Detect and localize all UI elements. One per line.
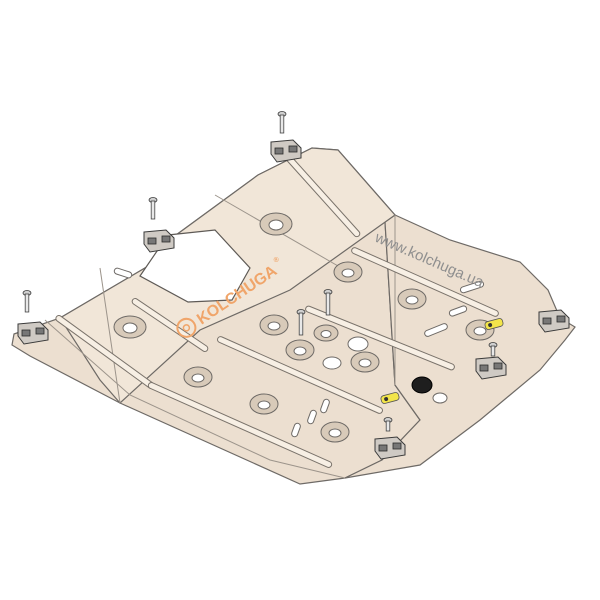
rubber-plug: [411, 376, 433, 394]
slots: [113, 267, 485, 438]
slot: [291, 422, 301, 438]
drain-hole: [320, 421, 350, 443]
slot: [448, 305, 468, 317]
rib: [305, 305, 455, 371]
drain-hole: [259, 314, 289, 336]
yellow-clips: [380, 318, 504, 404]
oval-opening: [432, 392, 448, 404]
drain-holes: [113, 212, 495, 443]
drain-hole: [350, 351, 380, 373]
drain-hole: [285, 339, 315, 361]
drain-hole: [249, 393, 279, 415]
logo-ring-icon: [176, 317, 197, 338]
stiffening-ribs: [55, 152, 499, 468]
mounting-bolt: [323, 289, 333, 316]
rib: [147, 382, 333, 468]
slot: [459, 280, 485, 294]
mounting-bracket: [143, 229, 175, 253]
drain-hole: [397, 288, 427, 310]
drain-hole: [113, 315, 147, 339]
drain-hole: [259, 212, 293, 236]
bolts: [22, 111, 498, 432]
mounting-bolt: [277, 111, 287, 134]
yellow-clip: [380, 392, 400, 404]
mounting-brackets: [17, 139, 570, 460]
oval-opening: [347, 336, 369, 352]
drain-hole: [333, 261, 363, 283]
slot: [113, 267, 133, 279]
mounting-bracket: [270, 139, 302, 163]
drain-hole: [183, 366, 213, 388]
mounting-bracket: [374, 436, 406, 460]
drain-hole: [313, 324, 339, 342]
oval-opening: [322, 356, 342, 370]
slot: [320, 398, 330, 414]
mounting-bracket: [17, 321, 49, 345]
logo-dot-icon: [182, 324, 191, 332]
mounting-bolt: [296, 309, 306, 336]
brand-logo-mark: ®: [272, 255, 281, 265]
mounting-bolt: [22, 290, 32, 313]
slot: [424, 323, 448, 337]
mounting-bracket: [475, 356, 507, 380]
plate-seam: [99, 267, 121, 404]
rib: [131, 298, 209, 352]
mounting-bracket: [538, 309, 570, 333]
mounting-bolt: [383, 417, 393, 432]
rib: [217, 336, 383, 414]
plate-right-section: [344, 214, 576, 479]
slot: [307, 409, 317, 425]
yellow-clip: [484, 318, 504, 330]
plate-seam: [44, 319, 346, 479]
mounting-bolt: [488, 342, 498, 357]
rib: [351, 247, 499, 317]
mounting-bolt: [148, 197, 158, 220]
